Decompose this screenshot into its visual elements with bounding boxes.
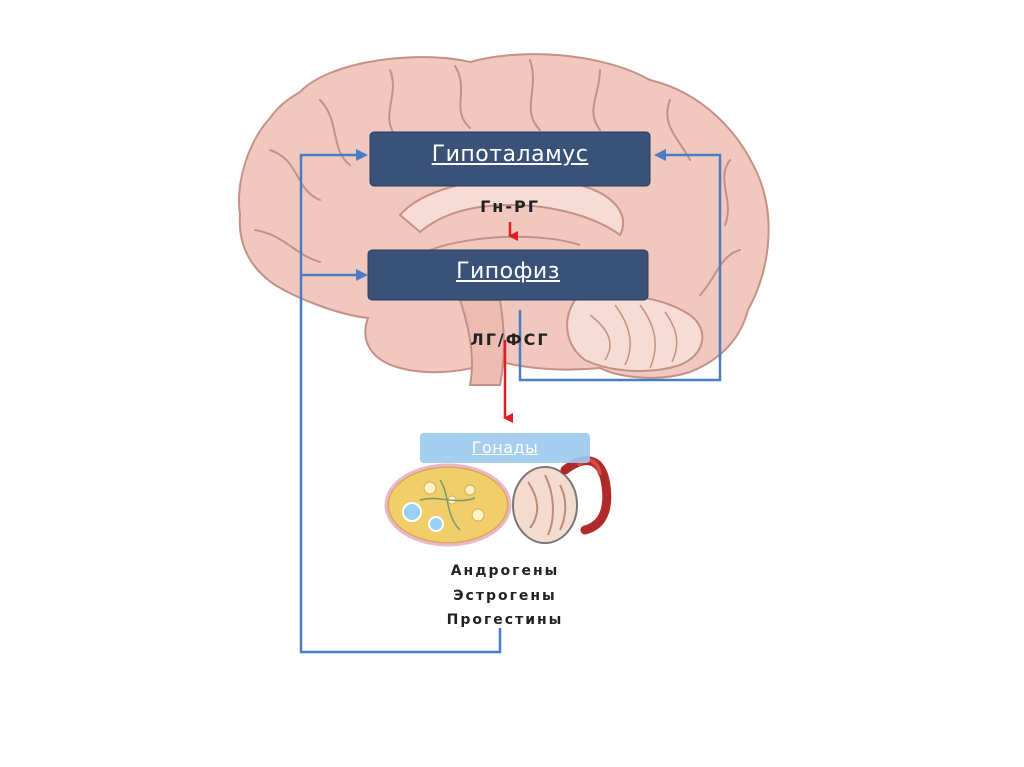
estrogens-label: Эстрогены <box>453 588 557 604</box>
gonads-box <box>420 433 590 463</box>
gonads-illustration <box>384 456 612 547</box>
negative-feedback-lines <box>299 153 722 654</box>
pituitary-box <box>367 249 649 301</box>
gonads-label: Гонады <box>471 438 539 457</box>
pituitary-label: Гипофиз <box>456 259 560 284</box>
feedback-arrowheads <box>356 149 666 281</box>
gnrh-label: Гн-РГ <box>480 197 540 216</box>
hypothalamus-box <box>369 131 651 187</box>
progestins-label: Прогестины <box>446 612 564 628</box>
androgens-label: Андрогены <box>450 563 560 579</box>
lh-fsh-label: ЛГ/ФСГ <box>470 330 550 349</box>
hypothalamus-label: Гипоталамус <box>431 142 589 167</box>
